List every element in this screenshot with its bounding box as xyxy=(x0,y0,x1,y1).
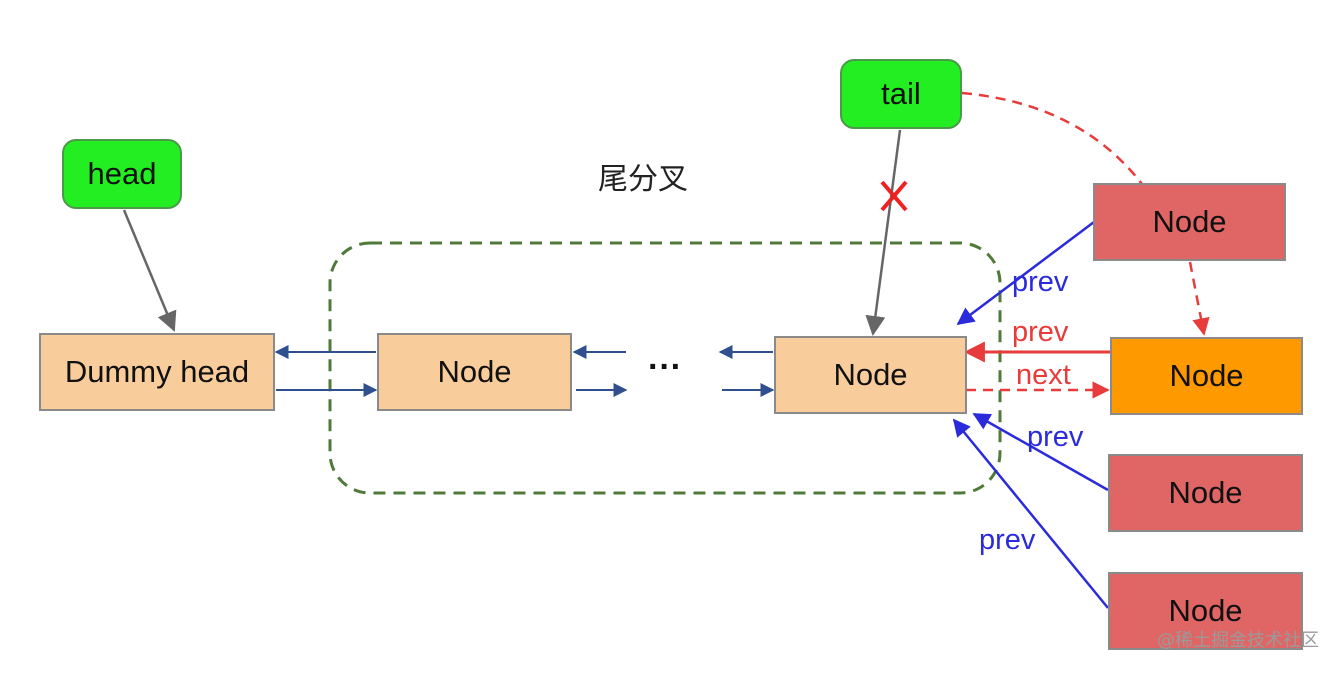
cancel-cross-icon xyxy=(880,180,908,212)
head-pointer-arrow xyxy=(122,209,177,332)
candidate-node-top: Node xyxy=(1093,183,1286,261)
candidate-node-bottom: Node xyxy=(1108,572,1303,650)
tail-fork-region xyxy=(328,241,1002,495)
tail-pointer-arrow xyxy=(865,129,902,336)
next-label-winner: next xyxy=(1016,359,1071,391)
list-node: Node xyxy=(377,333,572,411)
diagram-title: 尾分叉 xyxy=(598,162,688,197)
head-pointer: head xyxy=(62,139,182,209)
prev-arrow-top xyxy=(956,221,1095,326)
prev-label-bottom: prev xyxy=(979,524,1036,556)
prev-label-top: prev xyxy=(1012,266,1069,298)
candidate-node-middle: Node xyxy=(1108,454,1303,532)
tail-cas-curve xyxy=(961,91,1143,185)
prev-label-winner: prev xyxy=(1012,316,1069,348)
prev-arrow-bottom xyxy=(952,418,1109,609)
ellipsis: ··· xyxy=(648,348,682,386)
dummy-head-node: Dummy head xyxy=(39,333,275,411)
prev-arrow-middle xyxy=(972,412,1109,492)
tail-node: Node xyxy=(774,336,967,414)
watermark: @稀土掘金技术社区 xyxy=(1157,630,1319,651)
winning-node: Node xyxy=(1110,337,1303,415)
prev-label-middle: prev xyxy=(1027,421,1084,453)
tail-cas-arrow xyxy=(1188,261,1210,336)
tail-pointer: tail xyxy=(840,59,962,129)
